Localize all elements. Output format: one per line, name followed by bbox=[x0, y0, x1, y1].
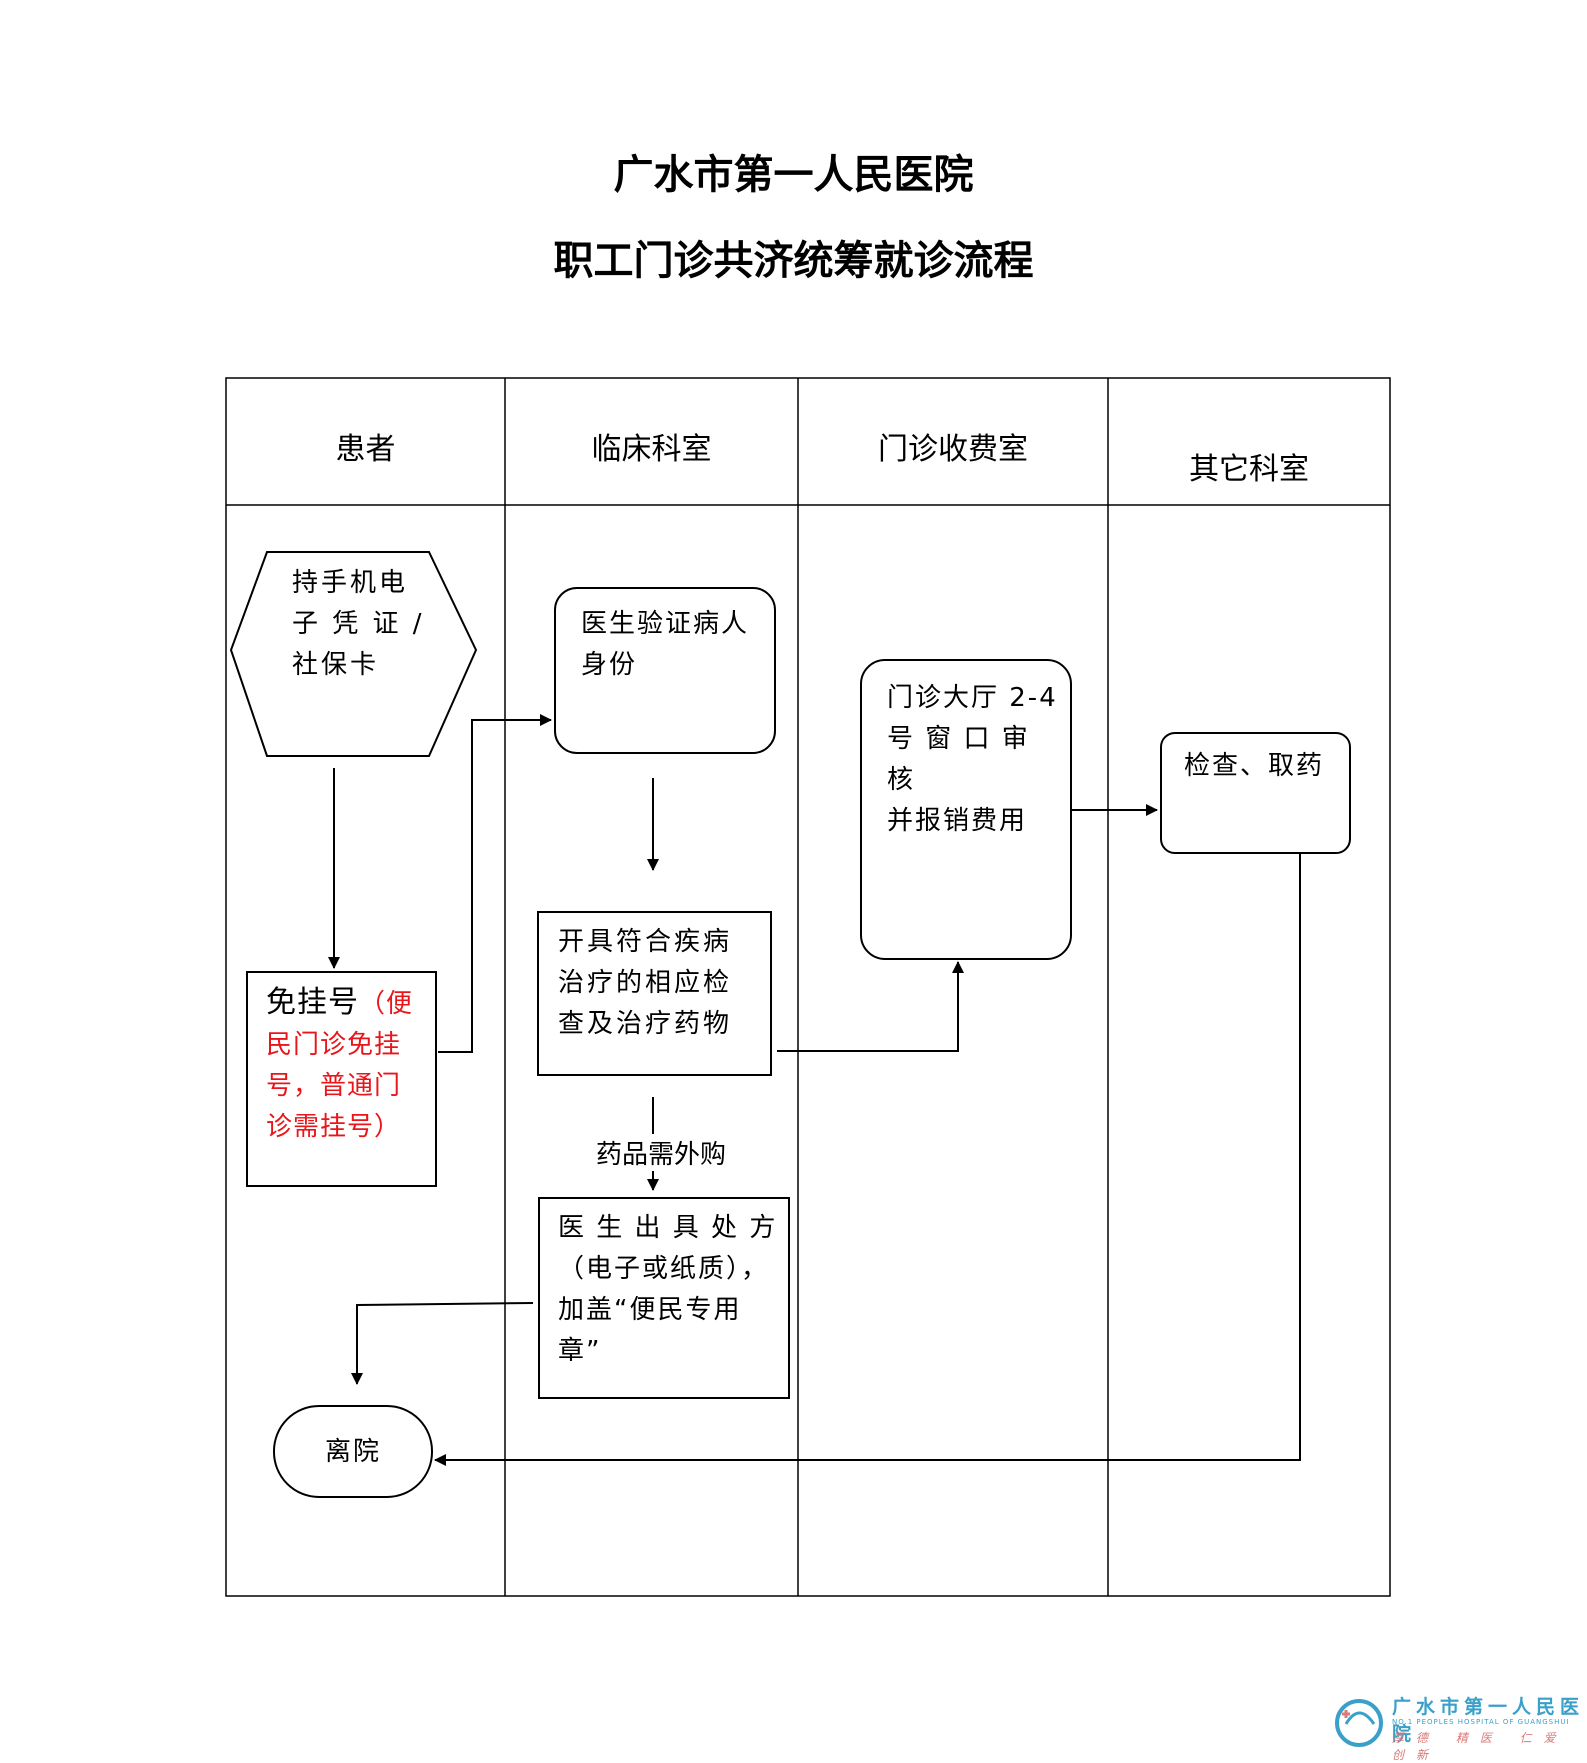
edge-label-external-purchase: 药品需外购 bbox=[596, 1134, 727, 1171]
node-text-line: 门诊大厅 2-4 bbox=[887, 683, 1058, 713]
node-prescribe: 开具符合疾病 治疗的相应检 查及治疗药物 bbox=[558, 922, 768, 1045]
lane-header-patient: 患者 bbox=[335, 432, 396, 467]
node-text-line: 加盖“便民专用 bbox=[558, 1295, 742, 1325]
node-text-line: 子 凭 证 / bbox=[292, 609, 425, 639]
node-prescribe-shape bbox=[537, 911, 772, 1076]
swimlane-frame bbox=[225, 377, 1391, 1597]
node-text-line: 医 生 出 具 处 方 bbox=[558, 1213, 778, 1243]
lane-header-clinical: 临床科室 bbox=[591, 432, 712, 467]
node-patient-start: 持手机电 子 凭 证 / 社保卡 bbox=[292, 563, 442, 686]
node-text-main: 免挂号 bbox=[266, 985, 359, 1020]
node-text-line: 号 窗 口 审 核 bbox=[887, 724, 1030, 795]
node-text-line: 持手机电 bbox=[292, 568, 409, 598]
node-text-line: 治疗的相应检 bbox=[558, 968, 733, 998]
node-text-line: 章” bbox=[558, 1336, 602, 1366]
node-text-note: （便 bbox=[359, 989, 414, 1019]
node-no-registration: 免挂号（便 民门诊免挂 号，普通门 诊需挂号） bbox=[266, 982, 436, 1148]
node-prescription-paper-shape bbox=[538, 1197, 790, 1399]
hospital-emblem-icon bbox=[1335, 1699, 1383, 1747]
arrow-registration-to-verify bbox=[438, 714, 552, 1053]
node-leave-shape bbox=[273, 1405, 433, 1498]
lane-header-cashier: 门诊收费室 bbox=[878, 432, 1028, 467]
node-no-registration-shape bbox=[246, 971, 437, 1187]
title-hospital: 广水市第一人民医院 bbox=[613, 151, 974, 198]
node-prescription-paper: 医 生 出 具 处 方 （电子或纸质）， 加盖“便民专用 章” bbox=[558, 1208, 786, 1372]
node-exam-pharmacy-shape bbox=[1160, 732, 1351, 854]
arrow-exam-to-leave bbox=[434, 853, 1301, 1466]
lane-header-other: 其它科室 bbox=[1189, 452, 1309, 487]
node-text-line: 检查、取药 bbox=[1184, 751, 1325, 781]
arrow-paper-to-leave bbox=[351, 1302, 534, 1385]
logo-name: 广水市第一人民医院 bbox=[1392, 1696, 1585, 1745]
node-verify-identity-shape bbox=[554, 587, 776, 754]
node-text-line: 医生验证病人 bbox=[581, 609, 750, 639]
node-text-line: 查及治疗药物 bbox=[558, 1009, 733, 1039]
node-patient-start-shape bbox=[229, 551, 478, 757]
node-text-note: 诊需挂号） bbox=[266, 1112, 402, 1142]
node-leave: 离院 bbox=[274, 1432, 432, 1473]
node-text-line: （电子或纸质）， bbox=[558, 1254, 770, 1284]
node-text-line: 开具符合疾病 bbox=[558, 927, 733, 957]
node-text-line: 离院 bbox=[324, 1437, 381, 1467]
node-text-note: 民门诊免挂 bbox=[266, 1030, 402, 1060]
node-text-line: 身份 bbox=[581, 650, 638, 680]
hospital-logo: 广水市第一人民医院 NO.1 PEOPLES HOSPITAL OF GUANG… bbox=[1330, 1692, 1587, 1762]
arrow-prescribe-to-cashier bbox=[777, 961, 964, 1052]
node-text-note: 号，普通门 bbox=[266, 1071, 402, 1101]
node-cashier-review: 门诊大厅 2-4 号 窗 口 审 核 并报销费用 bbox=[887, 678, 1067, 842]
node-verify-identity: 医生验证病人 身份 bbox=[581, 604, 771, 686]
title-process: 职工门诊共济统筹就诊流程 bbox=[553, 237, 1034, 284]
node-exam-pharmacy: 检查、取药 bbox=[1184, 746, 1344, 787]
node-text-line: 并报销费用 bbox=[887, 806, 1028, 836]
logo-english: NO.1 PEOPLES HOSPITAL OF GUANGSHUI bbox=[1392, 1718, 1570, 1726]
logo-motto: 厚德 精医 仁爱 创新 bbox=[1392, 1731, 1568, 1762]
node-text-line: 社保卡 bbox=[292, 650, 380, 680]
